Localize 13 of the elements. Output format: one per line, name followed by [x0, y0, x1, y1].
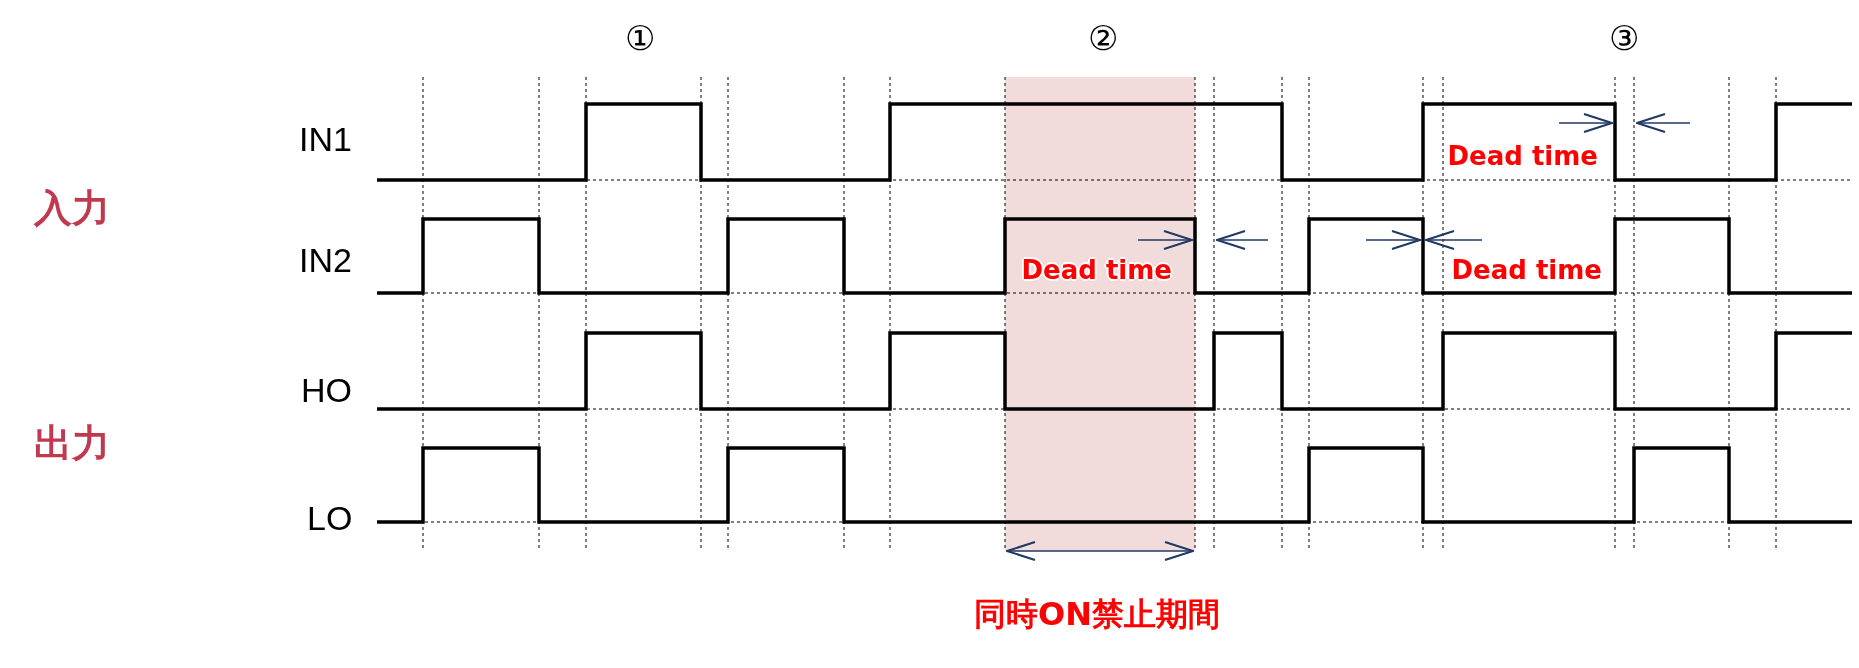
callout-number: ③ — [1609, 21, 1640, 55]
group-label: 出力 — [34, 424, 110, 462]
callout-number: ② — [1088, 21, 1119, 55]
callout-number: ① — [625, 21, 656, 55]
group-label: 入力 — [34, 189, 110, 227]
dead-time-label: Dead time — [1447, 143, 1598, 169]
period-label: 同時ON禁止期間 — [974, 598, 1220, 630]
signal-name: HO — [301, 373, 352, 407]
signal-name: LO — [307, 501, 353, 535]
signal-name: IN2 — [299, 243, 352, 277]
signal-name: IN1 — [299, 122, 352, 156]
dead-time-label: Dead time — [1021, 257, 1172, 283]
dead-time-label: Dead time — [1451, 257, 1602, 283]
